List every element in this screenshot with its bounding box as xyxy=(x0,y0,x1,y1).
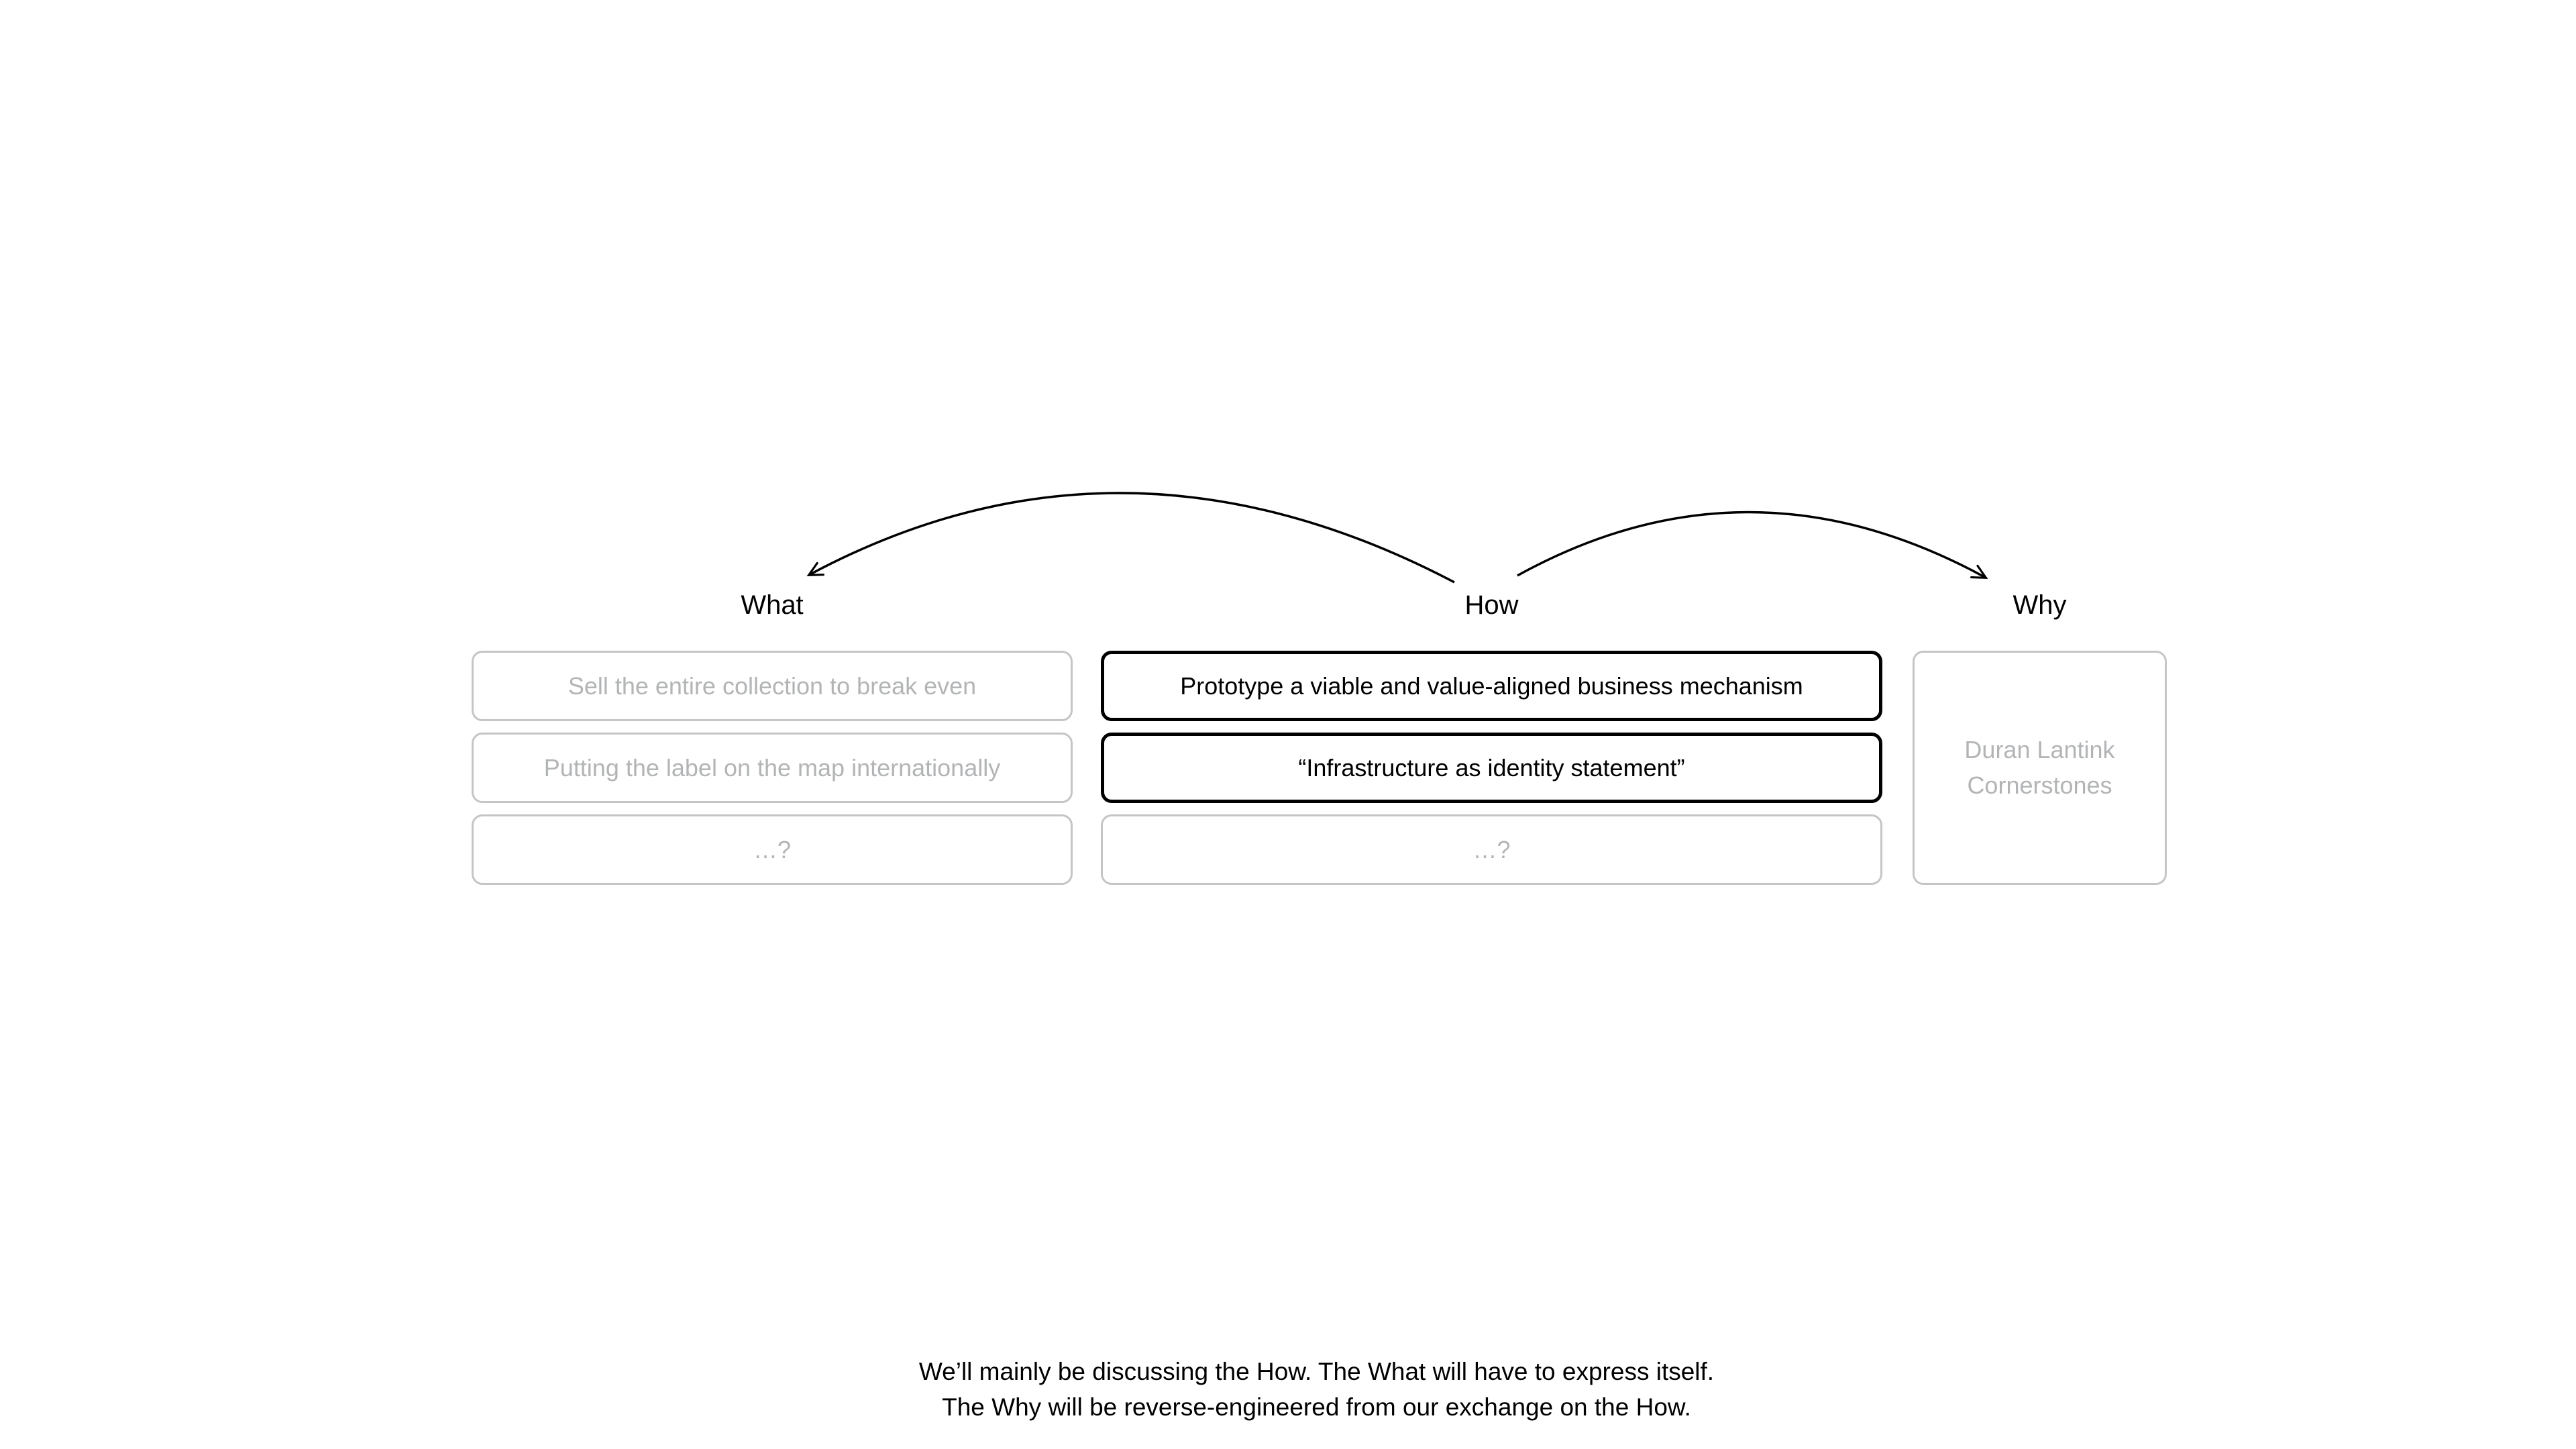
column-label-how: How xyxy=(1464,590,1519,620)
column-how: Prototype a viable and value-aligned bus… xyxy=(1101,651,1882,885)
column-why: Duran Lantink Cornerstones xyxy=(1913,651,2167,885)
column-what: Sell the entire collection to break even… xyxy=(472,651,1073,885)
how-item-infrastructure-statement: “Infrastructure as identity statement” xyxy=(1101,733,1882,803)
what-item-placeholder: …? xyxy=(472,814,1073,885)
arrow-how-to-what-icon xyxy=(806,492,1455,584)
how-item-placeholder: …? xyxy=(1101,814,1882,885)
arrow-how-to-why-icon xyxy=(1517,511,1988,579)
footer-note-line-1: We’ll mainly be discussing the How. The … xyxy=(918,1358,1715,1385)
footer-note: We’ll mainly be discussing the How. The … xyxy=(472,1354,2161,1425)
how-item-prototype-mechanism: Prototype a viable and value-aligned bus… xyxy=(1101,651,1882,721)
what-item-sell-collection: Sell the entire collection to break even xyxy=(472,651,1073,721)
why-item-cornerstones: Duran Lantink Cornerstones xyxy=(1913,651,2167,885)
footer-note-line-2: The Why will be reverse-engineered from … xyxy=(942,1393,1691,1421)
column-label-why: Why xyxy=(2012,590,2067,620)
what-item-label-on-map: Putting the label on the map internation… xyxy=(472,733,1073,803)
column-label-what: What xyxy=(741,590,804,620)
